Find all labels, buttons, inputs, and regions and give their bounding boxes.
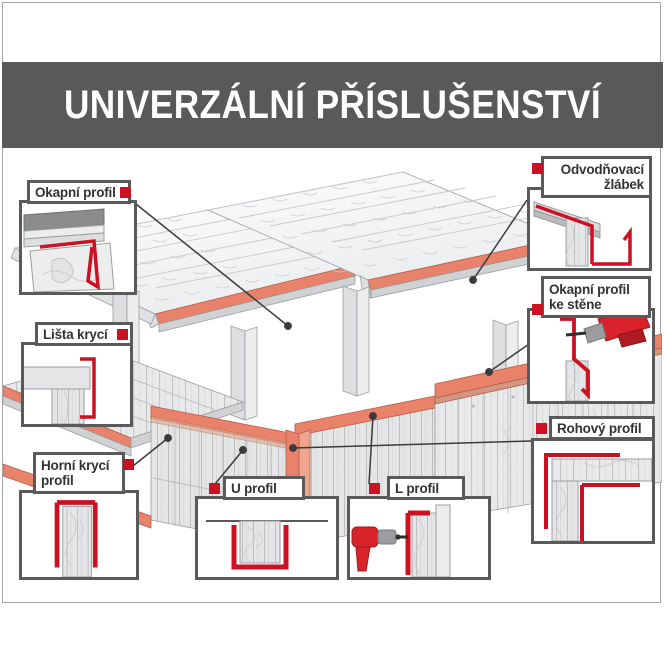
callout-label: Lišta krycí (43, 326, 108, 342)
wall-drip-profile-caulk-art (560, 311, 651, 401)
top-cover-profile-art (54, 500, 98, 577)
drainage-channel-profile-art (533, 201, 632, 267)
header-bar: UNIVERZÁLNÍ PŘÍSLUŠENSTVÍ (2, 62, 663, 148)
callout-label-line2: ke stěne (549, 297, 602, 312)
callout-marker (120, 187, 131, 198)
drip-edge-profile-art (23, 208, 115, 292)
callout-tab: U profil (223, 476, 305, 500)
callout-l-profil[interactable]: L profil (347, 476, 491, 580)
callout-body (347, 496, 491, 580)
callout-label-line2: žlábek (603, 177, 644, 192)
callout-label: Odvodňovací žlábek (544, 159, 649, 192)
cover-strip-profile-art (24, 357, 96, 424)
callout-tab: Odvodňovací žlábek (541, 156, 652, 198)
callout-label-line1: Okapní profil (549, 282, 630, 297)
callout-body (531, 438, 655, 544)
callout-marker (532, 304, 543, 315)
callout-tab: Rohový profil (549, 416, 655, 440)
callout-marker (117, 329, 128, 340)
callout-body (19, 200, 137, 295)
corner-profile-art (544, 453, 652, 541)
callout-marker (209, 483, 220, 494)
callout-label: U profil (231, 480, 277, 496)
callout-body (19, 490, 139, 580)
callout-marker (369, 483, 380, 494)
callout-label-line2: profil (41, 473, 74, 488)
callout-body (195, 496, 339, 580)
callout-marker (123, 459, 134, 470)
callout-body (527, 308, 655, 404)
callout-horni-kryci-profil[interactable]: Horní krycí profil (19, 452, 139, 580)
callout-label: Okapní profil (35, 184, 116, 200)
callout-label: Rohový profil (557, 420, 642, 436)
diagram-stage: Okapní profil Odvodňovací (3, 148, 662, 603)
callout-okapni-profil-ke-stene[interactable]: Okapní profil ke stěne (527, 276, 655, 404)
callout-label: Okapní profil ke stěne (544, 279, 635, 312)
callout-tab: Okapní profil (27, 180, 131, 204)
drill-icon (351, 526, 408, 572)
callout-u-profil[interactable]: U profil (195, 476, 339, 580)
callout-okapni-profil[interactable]: Okapní profil (19, 180, 137, 295)
callout-tab: Horní krycí profil (33, 452, 125, 494)
callout-tab: L profil (387, 476, 465, 500)
callout-lista-kryci[interactable]: Lišta krycí (21, 322, 133, 427)
callout-tab: Lišta krycí (35, 322, 133, 346)
page-title: UNIVERZÁLNÍ PŘÍSLUŠENSTVÍ (63, 82, 602, 127)
callout-body (527, 187, 652, 271)
callout-label-line1: Odvodňovací (560, 162, 645, 177)
callout-marker (536, 423, 547, 434)
l-profile-drill-art (351, 504, 451, 577)
callout-label: L profil (395, 480, 439, 496)
callout-odvodnovaci-zlabek[interactable]: Odvodňovací žlábek (527, 156, 652, 271)
callout-body (21, 342, 133, 427)
callout-marker (532, 163, 543, 174)
callout-label-line1: Horní krycí (41, 458, 110, 473)
callout-tab: Okapní profil ke stěne (541, 276, 651, 318)
caulk-gun-icon (565, 311, 651, 348)
u-channel-profile-art (206, 520, 328, 570)
callout-rohovy-profil[interactable]: Rohový profil (531, 416, 655, 544)
callout-label: Horní krycí profil (36, 455, 114, 488)
